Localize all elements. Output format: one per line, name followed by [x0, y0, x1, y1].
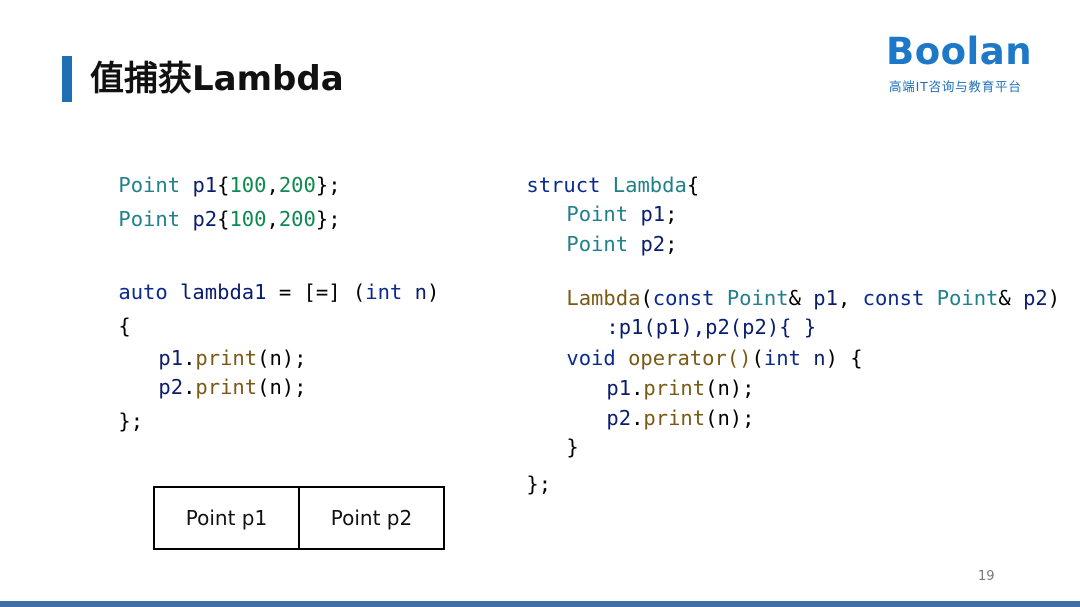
code-line: Point p1{100,200};	[118, 173, 341, 197]
code-line: struct Lambda{	[526, 173, 700, 197]
code-line: p2.print(n);	[158, 375, 307, 399]
logo-tagline: 高端IT咨询与教育平台	[889, 79, 1022, 94]
memory-cell-p1: Point p1	[185, 506, 268, 530]
code-line: };	[118, 409, 144, 433]
title-accent-bar	[62, 56, 72, 102]
code-line: Lambda(const Point& p1, const Point& p2)	[566, 286, 1061, 310]
page-number: 19	[978, 569, 995, 584]
footer-divider	[0, 601, 1080, 607]
code-line: p2.print(n);	[606, 406, 755, 430]
code-line: :p1(p1),p2(p2){ }	[606, 315, 817, 339]
memory-cell-p2: Point p2	[298, 488, 443, 548]
code-line: Point p2{100,200};	[118, 207, 341, 231]
code-line: {	[118, 314, 131, 338]
code-line: Point p2;	[566, 232, 678, 256]
right-code-block: struct Lambda{ Point p1; Point p2; Lambd…	[477, 146, 1067, 496]
logo-wordmark: Boolan	[886, 30, 1033, 73]
page-title: 值捕获Lambda	[90, 59, 344, 99]
code-line: p1.print(n);	[606, 376, 755, 400]
code-line: void operator()(int n) {	[566, 346, 863, 370]
code-line: }	[566, 435, 579, 459]
code-line: };	[526, 472, 552, 496]
brand-logo: Boolan 高端IT咨询与教育平台	[886, 30, 1036, 95]
left-code-block: Point p1{100,200}; Point p2{100,200}; au…	[69, 146, 449, 433]
memory-layout-box: Point p1 Point p2	[153, 486, 445, 550]
code-line: Point p1;	[566, 202, 678, 226]
code-line: p1.print(n);	[158, 346, 307, 370]
code-line: auto lambda1 = [=] (int n)	[118, 280, 440, 304]
